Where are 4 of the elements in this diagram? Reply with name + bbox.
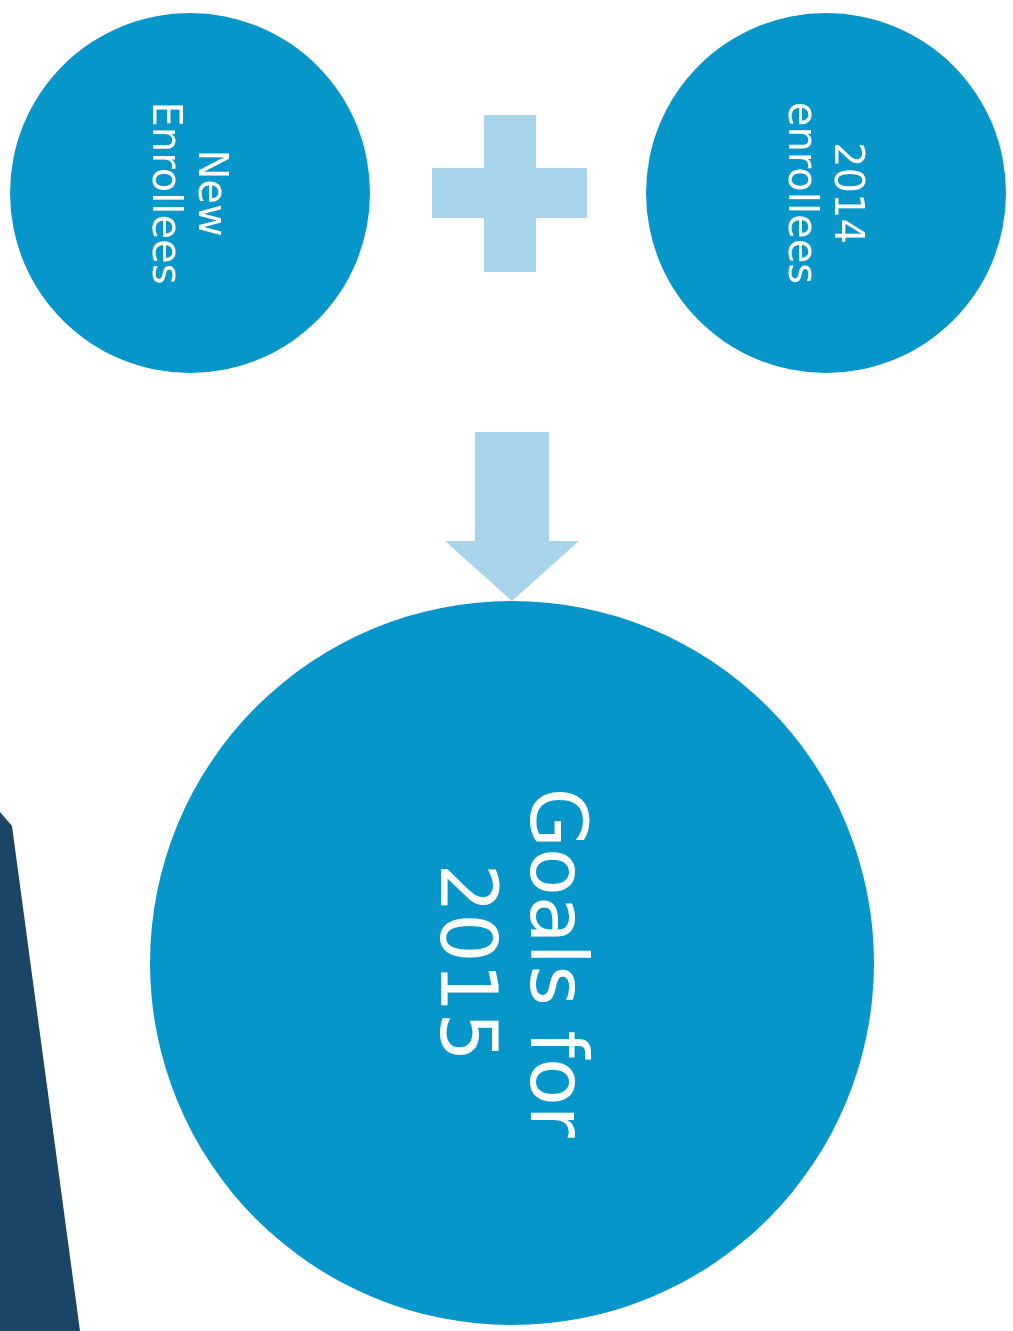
block-arrow — [445, 432, 579, 601]
circle-label: Goals for 2015 — [422, 786, 602, 1141]
circle-label: 2014 enrollees — [780, 100, 872, 287]
circle-label: New Enrollees — [144, 100, 236, 287]
